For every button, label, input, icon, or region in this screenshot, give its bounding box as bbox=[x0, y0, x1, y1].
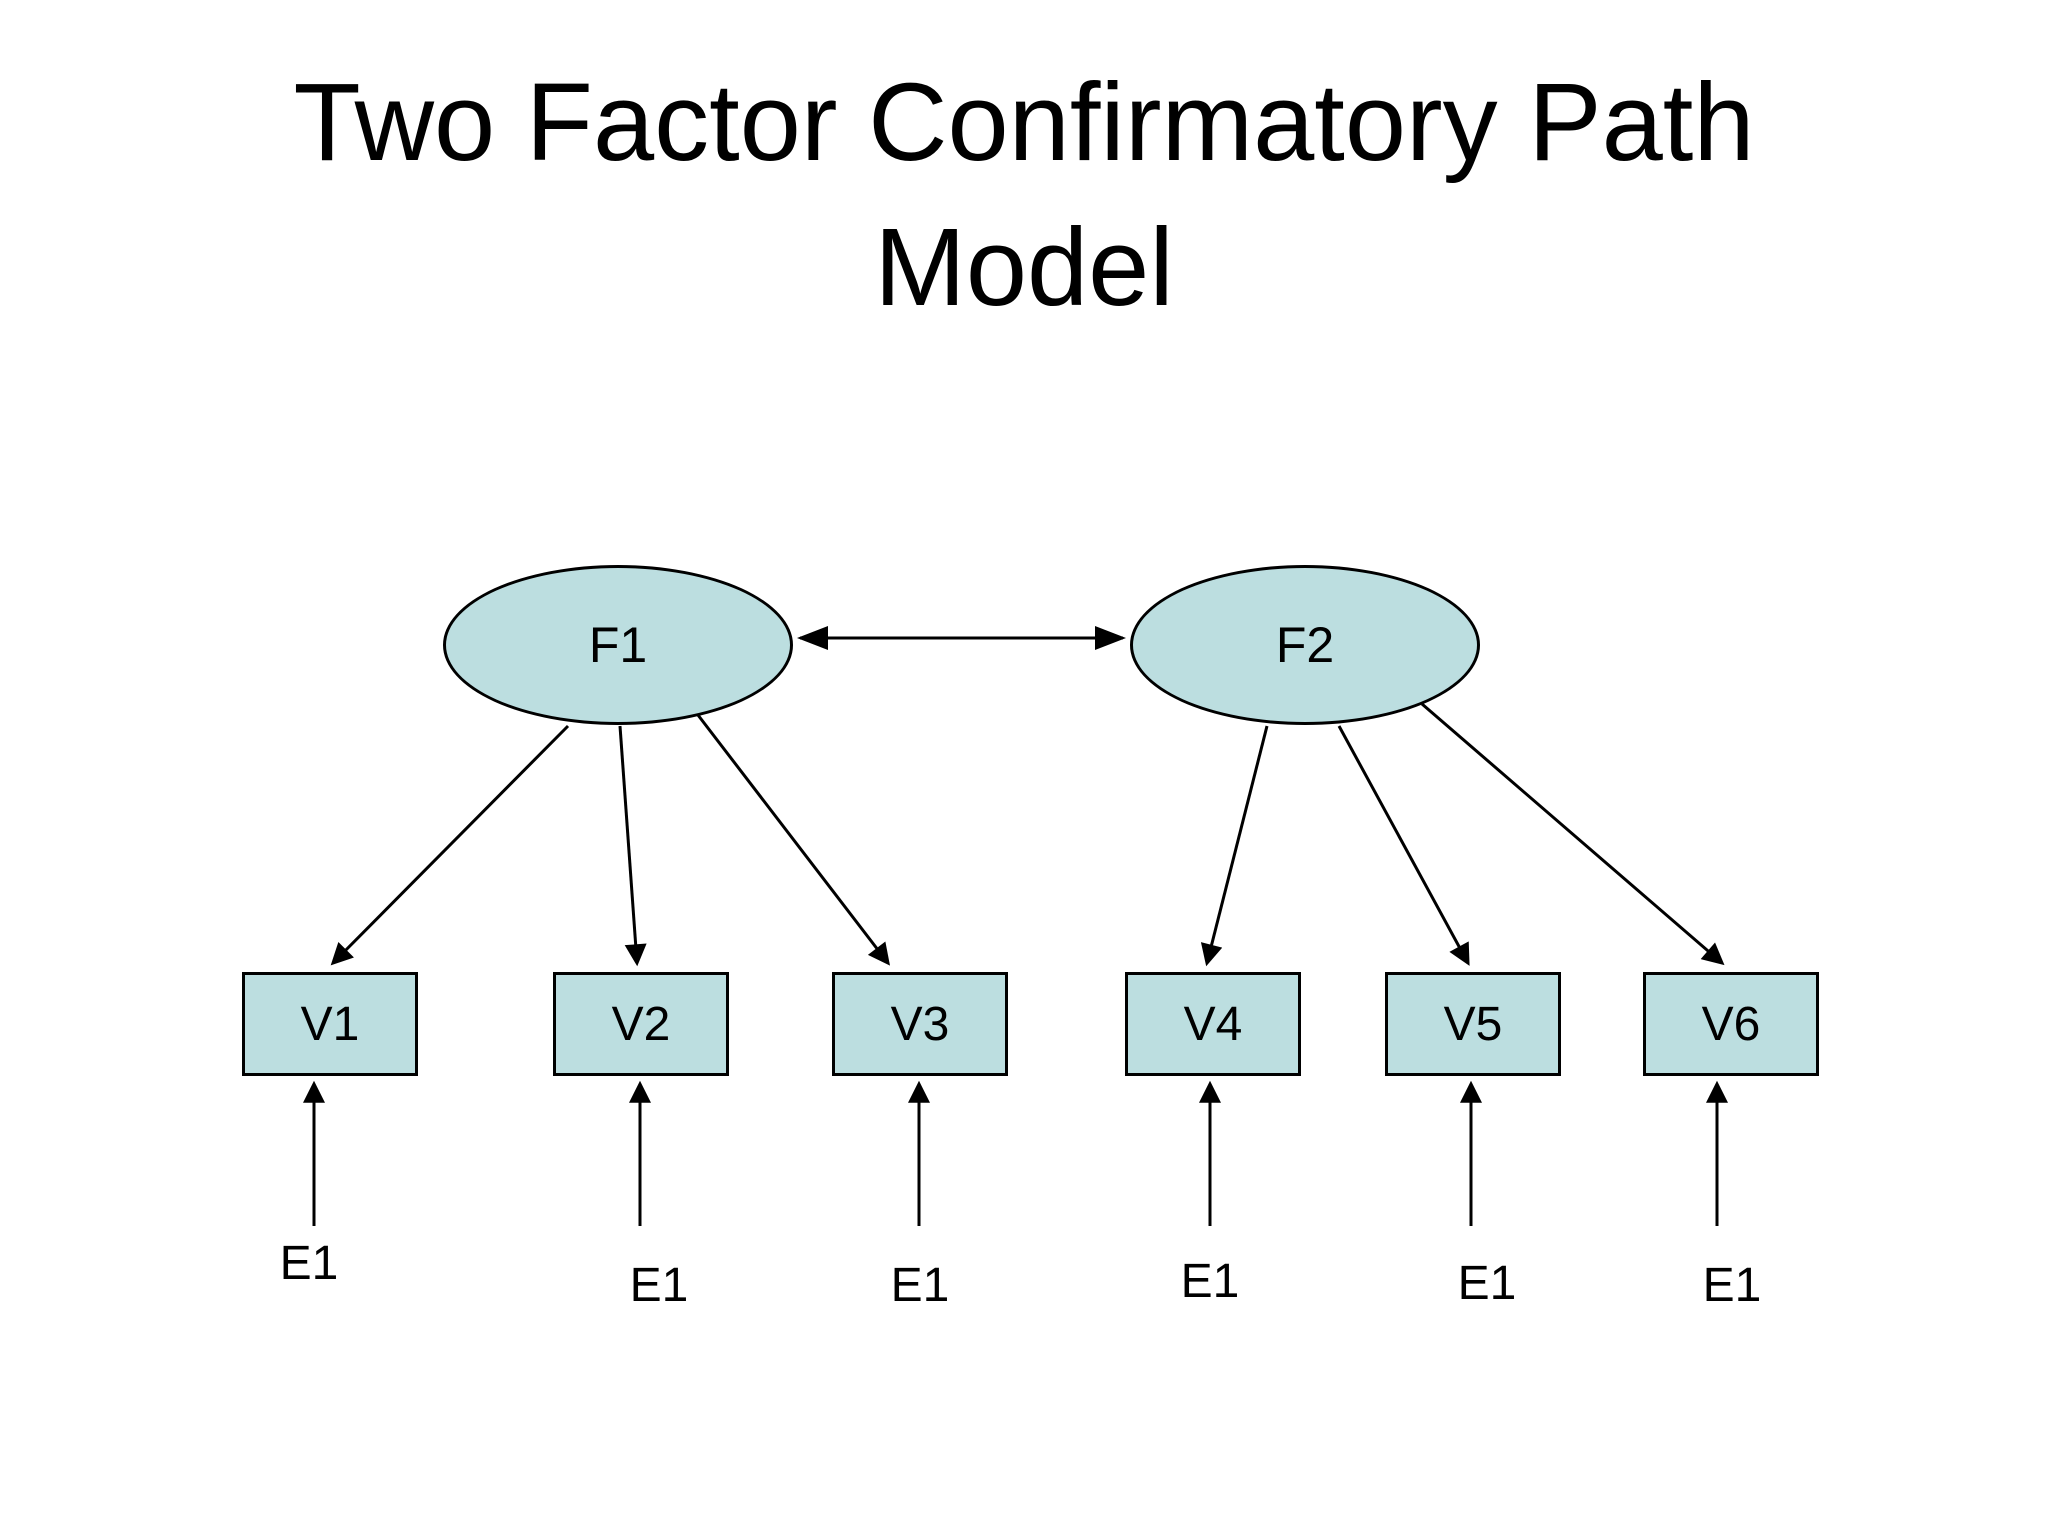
variable-label-v2: V2 bbox=[611, 997, 671, 1051]
loading-arrow-f1-v1 bbox=[330, 724, 570, 966]
error-label-2: E1 bbox=[629, 1259, 689, 1312]
factor-node-f1: F1 bbox=[443, 565, 793, 725]
loading-arrow-f2-v5 bbox=[1337, 725, 1470, 966]
factor-label-f1: F1 bbox=[588, 617, 648, 673]
loading-arrow-f1-v3 bbox=[686, 701, 891, 966]
error-label-1: E1 bbox=[279, 1237, 339, 1290]
variable-label-v4: V4 bbox=[1183, 997, 1243, 1051]
loading-arrow-f1-v2 bbox=[618, 725, 647, 967]
variable-node-v4: V4 bbox=[1125, 972, 1301, 1076]
variable-node-v6: V6 bbox=[1643, 972, 1819, 1076]
variable-node-v5: V5 bbox=[1385, 972, 1561, 1076]
covariance-arrowhead-left-icon bbox=[797, 626, 828, 650]
variable-node-v3: V3 bbox=[832, 972, 1008, 1076]
variable-label-v5: V5 bbox=[1443, 997, 1503, 1051]
factor-label-f2: F2 bbox=[1275, 617, 1335, 673]
error-label-4: E1 bbox=[1180, 1255, 1240, 1308]
variable-label-v6: V6 bbox=[1701, 997, 1761, 1051]
loading-arrow-f2-v6 bbox=[1421, 702, 1725, 966]
variable-label-v3: V3 bbox=[890, 997, 950, 1051]
loading-arrow-f2-v4 bbox=[1200, 725, 1269, 967]
slide-title: Two Factor Confirmatory Path Model bbox=[0, 50, 2048, 340]
error-label-6: E1 bbox=[1702, 1259, 1762, 1312]
title-line-2: Model bbox=[874, 206, 1174, 330]
error-label-3: E1 bbox=[890, 1259, 950, 1312]
factor-node-f2: F2 bbox=[1130, 565, 1480, 725]
variable-node-v2: V2 bbox=[553, 972, 729, 1076]
variable-label-v1: V1 bbox=[300, 997, 360, 1051]
error-label-5: E1 bbox=[1457, 1257, 1517, 1310]
title-line-1: Two Factor Confirmatory Path bbox=[293, 61, 1755, 184]
covariance-arrowhead-right-icon bbox=[1095, 626, 1126, 650]
variable-node-v1: V1 bbox=[242, 972, 418, 1076]
